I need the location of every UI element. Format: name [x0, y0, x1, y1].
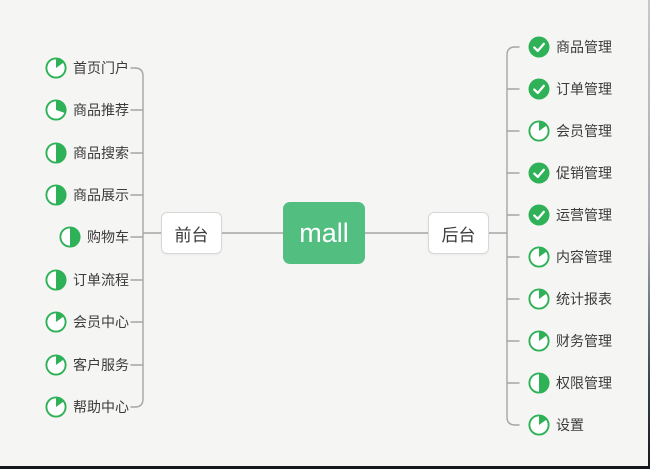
pie-progress-icon [45, 311, 67, 333]
topic-item[interactable]: 促销管理 [528, 162, 612, 184]
topic-label: 设置 [556, 417, 584, 433]
pie-progress-icon [528, 414, 550, 436]
pie-progress-icon [45, 184, 67, 206]
topic-label: 帮助中心 [73, 399, 129, 415]
topic-label: 订单流程 [73, 272, 129, 288]
topic-item[interactable]: 帮助中心 [45, 396, 129, 418]
topic-item[interactable]: 商品管理 [528, 36, 612, 58]
topic-item[interactable]: 内容管理 [528, 246, 612, 268]
pie-progress-icon [528, 246, 550, 268]
window-edge-right [648, 0, 650, 469]
check-circle-icon [528, 162, 550, 184]
topic-item[interactable]: 订单管理 [528, 78, 612, 100]
topic-item[interactable]: 商品推荐 [45, 99, 129, 121]
topic-label: 运营管理 [556, 207, 612, 223]
topic-item[interactable]: 会员中心 [45, 311, 129, 333]
topic-item[interactable]: 统计报表 [528, 288, 612, 310]
pie-progress-icon [528, 372, 550, 394]
pie-progress-icon [45, 354, 67, 376]
topic-label: 会员管理 [556, 123, 612, 139]
topic-label: 商品推荐 [73, 102, 129, 118]
topic-label: 购物车 [87, 229, 129, 245]
topic-label: 统计报表 [556, 291, 612, 307]
topic-label: 订单管理 [556, 81, 612, 97]
pie-progress-icon [45, 57, 67, 79]
root-node-mall[interactable]: mall [283, 202, 365, 264]
topic-item[interactable]: 商品展示 [45, 184, 129, 206]
check-circle-icon [528, 204, 550, 226]
topic-label: 财务管理 [556, 333, 612, 349]
branch-node-backend[interactable]: 后台 [428, 212, 489, 254]
check-circle-icon [528, 36, 550, 58]
pie-progress-icon [45, 269, 67, 291]
topic-item[interactable]: 订单流程 [45, 269, 129, 291]
pie-progress-icon [45, 396, 67, 418]
topic-label: 商品管理 [556, 39, 612, 55]
topic-label: 会员中心 [73, 314, 129, 330]
pie-progress-icon [59, 226, 81, 248]
topic-item[interactable]: 商品搜索 [45, 142, 129, 164]
topic-item[interactable]: 购物车 [59, 226, 129, 248]
topic-label: 促销管理 [556, 165, 612, 181]
branch-node-frontend[interactable]: 前台 [161, 212, 222, 254]
topic-item[interactable]: 权限管理 [528, 372, 612, 394]
topic-label: 内容管理 [556, 249, 612, 265]
pie-progress-icon [528, 288, 550, 310]
check-circle-icon [528, 78, 550, 100]
topic-label: 客户服务 [73, 357, 129, 373]
pie-progress-icon [528, 120, 550, 142]
topic-item[interactable]: 设置 [528, 414, 584, 436]
topic-item[interactable]: 首页门户 [45, 57, 129, 79]
topic-label: 商品展示 [73, 187, 129, 203]
window-edge-bottom [0, 466, 650, 469]
pie-progress-icon [45, 99, 67, 121]
pie-progress-icon [45, 142, 67, 164]
topic-label: 权限管理 [556, 375, 612, 391]
topic-label: 首页门户 [73, 60, 129, 76]
topic-item[interactable]: 财务管理 [528, 330, 612, 352]
pie-progress-icon [528, 330, 550, 352]
topic-label: 商品搜索 [73, 145, 129, 161]
topic-item[interactable]: 会员管理 [528, 120, 612, 142]
topic-item[interactable]: 运营管理 [528, 204, 612, 226]
topic-item[interactable]: 客户服务 [45, 354, 129, 376]
